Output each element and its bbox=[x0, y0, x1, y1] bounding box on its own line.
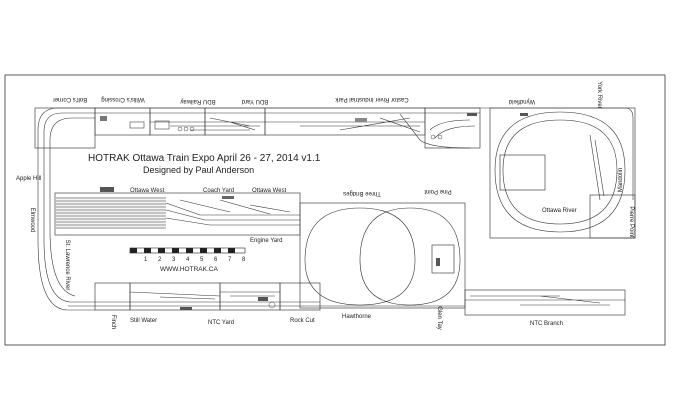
scale-num-8: 8 bbox=[242, 257, 246, 263]
left-return-curve bbox=[49, 117, 95, 297]
label-st-lawrence-river: St. Lawrence River bbox=[64, 240, 70, 291]
scale-num-6: 6 bbox=[214, 257, 218, 263]
module-ntc-branch bbox=[464, 289, 626, 316]
right-loop-track bbox=[494, 111, 626, 233]
website-url: WWW.HOTRAK.CA bbox=[160, 266, 218, 273]
label-pine-point: Pine Point bbox=[424, 188, 452, 194]
label-wyndfield: Wyndfield bbox=[509, 98, 535, 104]
structure-pine-point bbox=[436, 258, 440, 266]
scale-num-1: 1 bbox=[144, 257, 148, 263]
module-castor-river bbox=[264, 107, 426, 136]
structure-bdu-2 bbox=[154, 120, 170, 130]
label-ntc-branch: NTC Branch bbox=[530, 321, 563, 327]
scale-bar bbox=[129, 247, 246, 254]
module-rock-cut bbox=[279, 282, 321, 311]
label-hawthorne: Hawthorne bbox=[342, 314, 372, 320]
structure-tank-2 bbox=[183, 126, 189, 132]
label-ottawa-river: Ottawa River bbox=[542, 208, 577, 214]
right-loop-inner bbox=[502, 119, 618, 225]
label-glen-tay: Glen Tay bbox=[436, 306, 442, 330]
structure-coach-yard bbox=[222, 196, 234, 199]
label-bolts-corner: Bolt's Corner bbox=[53, 96, 88, 102]
label-still-water: Still Water bbox=[130, 318, 157, 324]
label-bdu-yard: BDU Yard bbox=[242, 98, 268, 104]
label-castor-river: Castor River Industrial Park bbox=[334, 96, 408, 102]
label-engine-yard: Engine Yard bbox=[250, 238, 282, 244]
outer-loop-track bbox=[37, 107, 634, 311]
three-bridges-loop-left bbox=[304, 207, 416, 306]
three-bridges-loop-right bbox=[359, 207, 461, 306]
ottawa-west-yard bbox=[56, 197, 300, 229]
structure-ntc-yard bbox=[258, 297, 268, 301]
label-rock-cut: Rock Cut bbox=[290, 318, 315, 324]
module-wyndfield-top bbox=[424, 107, 481, 149]
label-coach-yard: Coach Yard bbox=[203, 188, 234, 194]
module-willis-crossing bbox=[94, 107, 151, 136]
label-three-bridges: Three Bridges bbox=[343, 190, 381, 196]
label-ottawa-west-2: Ottawa West bbox=[252, 188, 287, 194]
label-pierre-point: Pierre Point bbox=[628, 206, 634, 238]
label-apple-hill: Apple Hill bbox=[16, 176, 41, 182]
label-willis-crossing: Willis's Crossing bbox=[101, 96, 144, 102]
scale-num-2: 2 bbox=[158, 257, 162, 263]
page-border bbox=[4, 74, 666, 346]
module-pierre-point bbox=[589, 194, 636, 239]
scale-num-4: 4 bbox=[186, 257, 190, 263]
module-ottawa-river bbox=[489, 107, 636, 239]
scale-num-5: 5 bbox=[200, 257, 204, 263]
label-elmwood: Elmwood bbox=[29, 208, 35, 233]
label-mandolin: Mandolin bbox=[618, 168, 624, 192]
structure-tank-5 bbox=[437, 134, 443, 140]
structure-tank-4 bbox=[430, 134, 436, 140]
scale-numbers: 1 2 3 4 5 6 7 8 bbox=[144, 257, 246, 263]
label-finch: Finch bbox=[110, 315, 116, 330]
label-york-river: York River bbox=[596, 81, 602, 108]
structure-ntc-turntable bbox=[268, 301, 276, 309]
structure-bdu bbox=[129, 121, 145, 129]
bdu-yard-tracks bbox=[150, 117, 265, 131]
structure-willis bbox=[100, 116, 107, 121]
outer-loop-inner bbox=[43, 112, 480, 303]
ntc-branch-tracks bbox=[465, 295, 625, 306]
structure-ottawa-west bbox=[100, 187, 114, 192]
structure-castor bbox=[355, 118, 367, 122]
module-pine-point bbox=[431, 244, 455, 274]
diagram-subtitle: Designed by Paul Anderson bbox=[143, 165, 254, 175]
bottom-mainline bbox=[95, 291, 465, 307]
scale-num-7: 7 bbox=[228, 257, 232, 263]
label-ottawa-west-1: Ottawa West bbox=[130, 188, 165, 194]
module-bdu-yard bbox=[204, 107, 266, 136]
module-bdu-railway bbox=[149, 107, 206, 136]
diagram-title: HOTRAK Ottawa Train Expo April 26 - 27, … bbox=[88, 153, 321, 164]
right-spur bbox=[589, 134, 605, 201]
scale-num-3: 3 bbox=[172, 257, 176, 263]
structure-ottawa-river bbox=[520, 113, 528, 116]
castor-river-tracks bbox=[265, 113, 471, 149]
label-ntc-yard: NTC Yard bbox=[208, 320, 234, 326]
structure-still-water bbox=[180, 307, 192, 310]
module-wyndfield-box bbox=[499, 154, 546, 191]
label-bdu-railway: BDU Railway bbox=[180, 98, 215, 104]
structure-tank-3 bbox=[189, 126, 195, 132]
module-three-bridges bbox=[299, 202, 466, 309]
structure-wyndfield bbox=[467, 113, 477, 116]
wyndfield-tracks bbox=[429, 119, 476, 139]
structure-tank-1 bbox=[177, 126, 183, 132]
